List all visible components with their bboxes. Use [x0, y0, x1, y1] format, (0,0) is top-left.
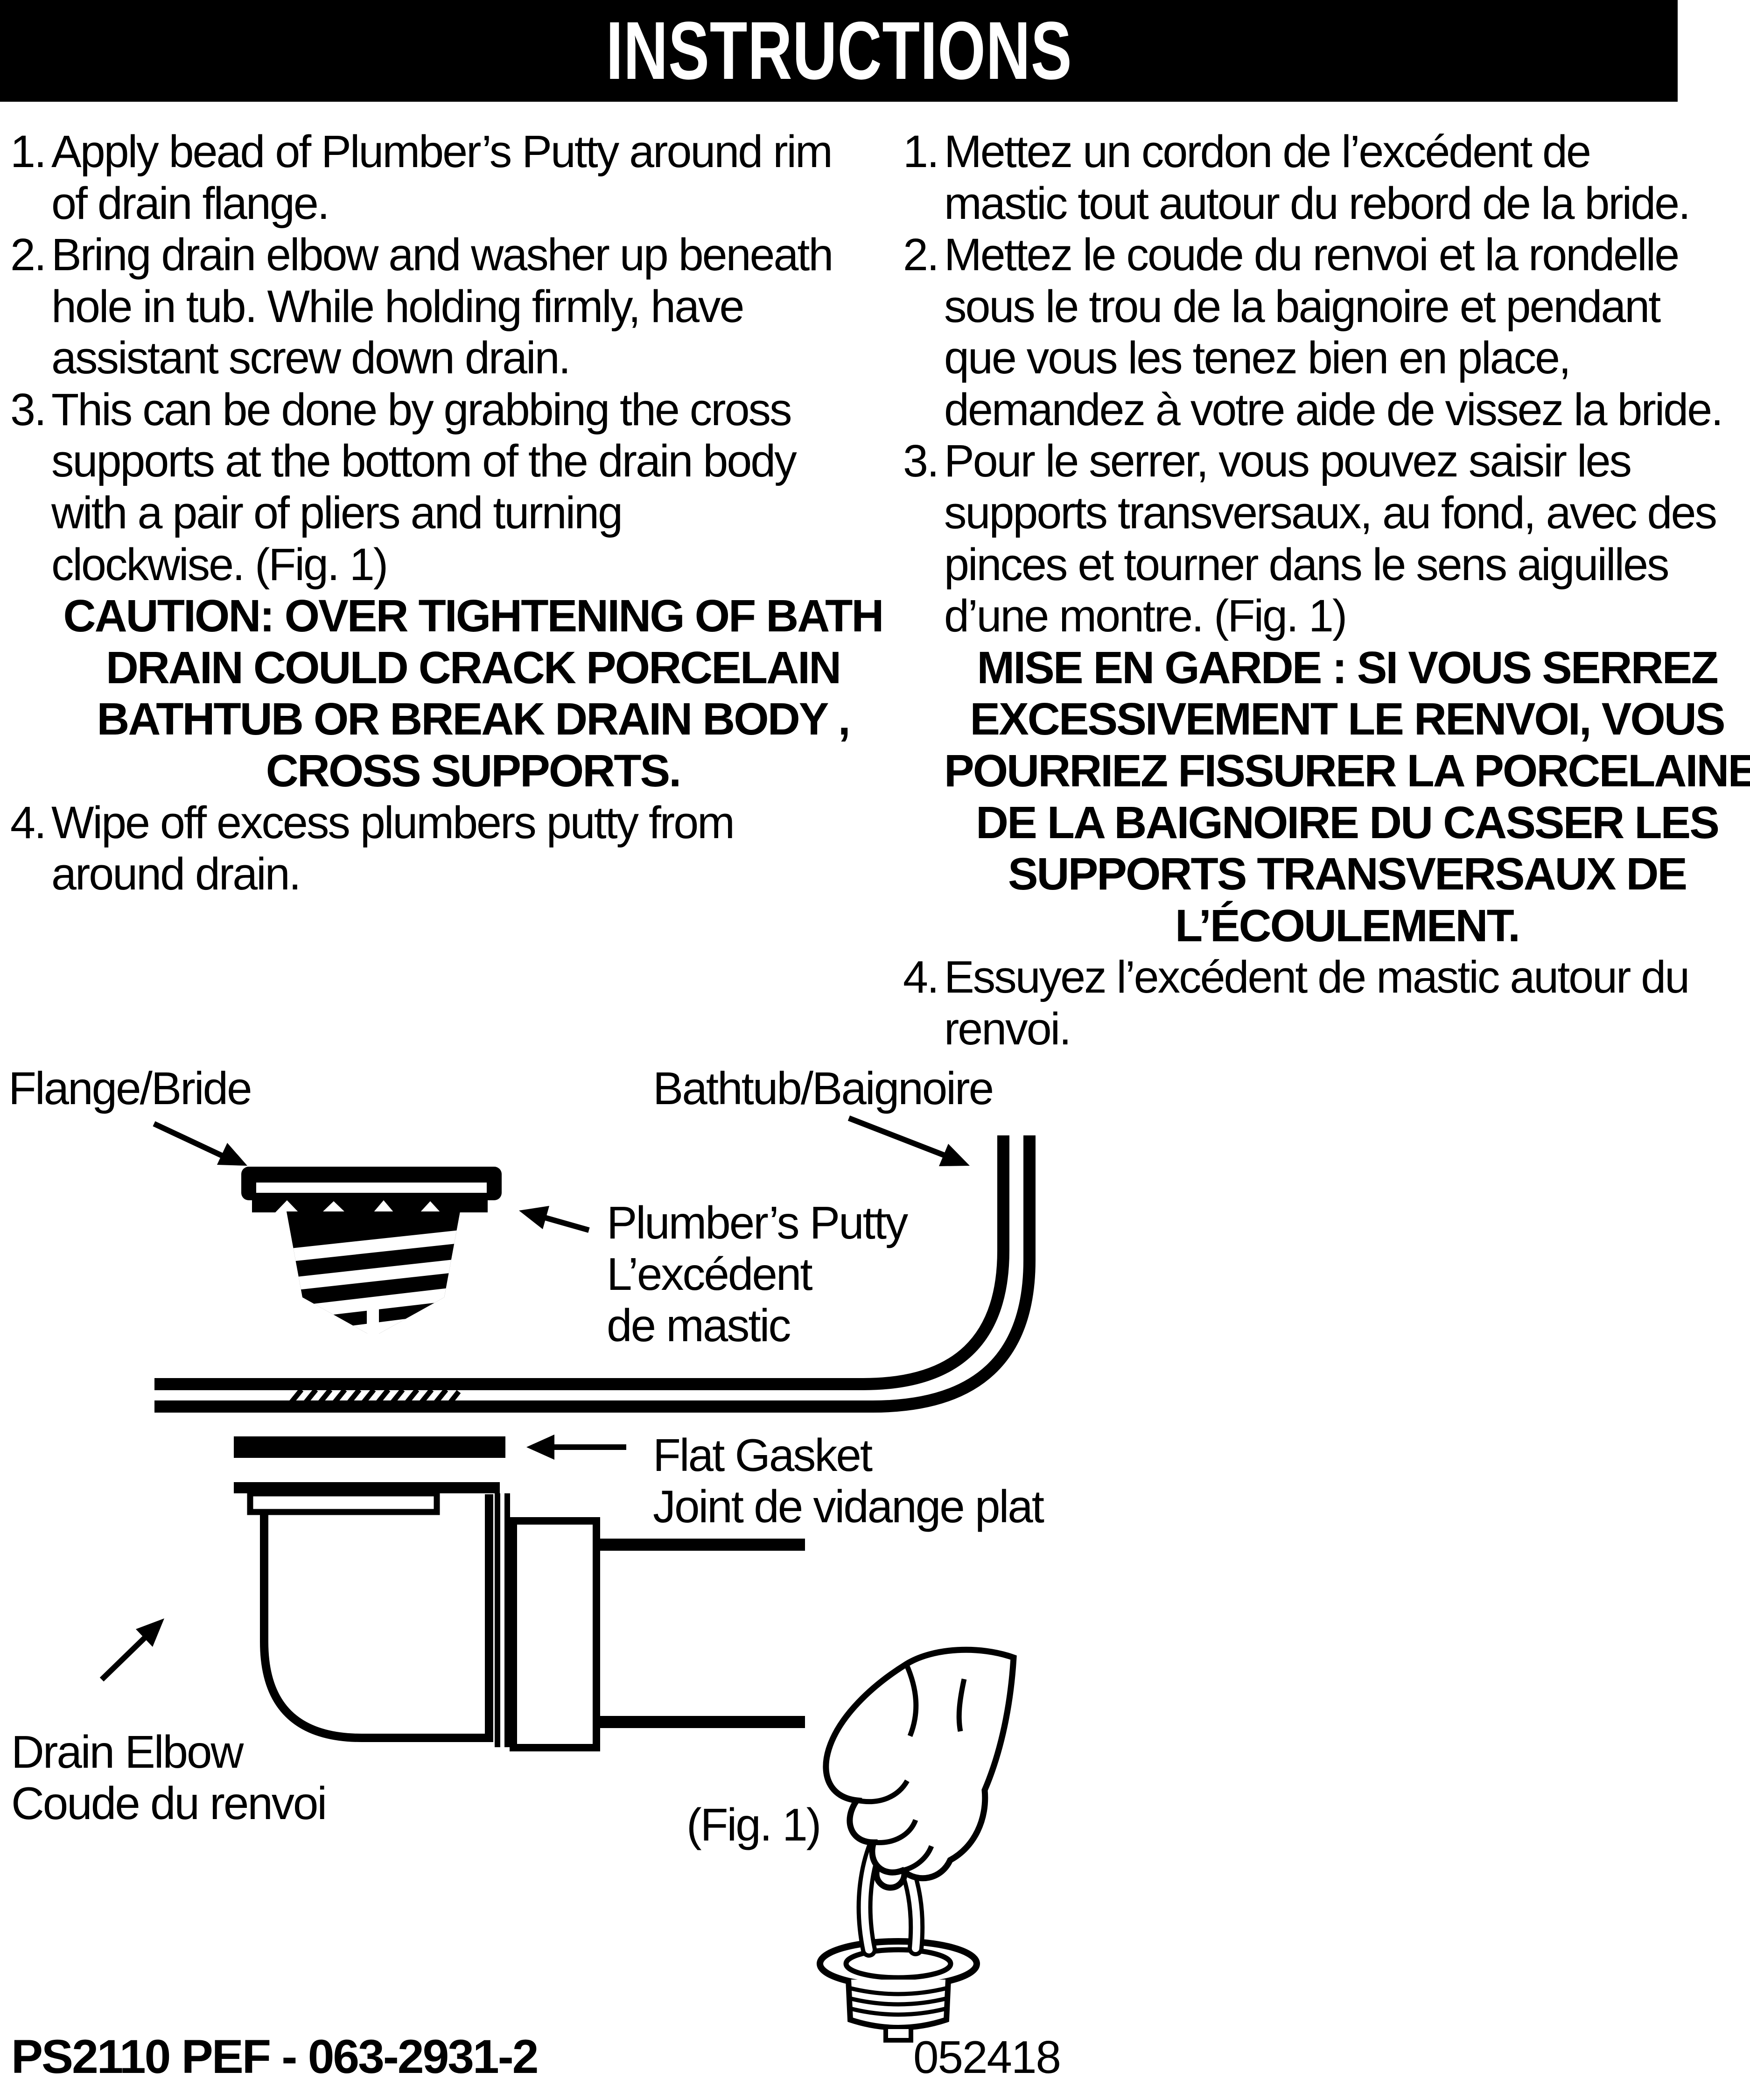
flange-arrow	[153, 1121, 247, 1166]
item-number: 4.	[10, 797, 47, 848]
item-text: Mettez le coude du renvoi et la rondelle…	[944, 229, 1723, 435]
flange-label: Flange/Bride	[8, 1063, 252, 1114]
item-text: Mettez un cordon de l’excédent de mastic…	[944, 126, 1691, 229]
item-number: 2.	[10, 229, 47, 280]
item-number: 1.	[903, 126, 939, 177]
bathtub-wall	[154, 1135, 1036, 1413]
footer-info: PS2110 PEF - 063-2931-2 Masco Canada Lim…	[11, 1933, 637, 2100]
item-text: Apply bead of Plumber’s Putty around rim…	[51, 126, 833, 229]
list-item: 2. Mettez le coude du renvoi et la ronde…	[903, 229, 1750, 435]
header-bar: INSTRUCTIONS	[0, 0, 1678, 102]
list-item: 1. Mettez un cordon de l’excédent de mas…	[903, 126, 1750, 229]
item-text: Wipe off excess plumbers putty from arou…	[51, 797, 735, 900]
item-text: Essuyez l’excédent de mastic autour du r…	[944, 952, 1690, 1054]
elbow-arrow	[99, 1618, 164, 1682]
list-item: 3. Pour le serrer, vous pouvez saisir le…	[903, 435, 1750, 642]
tub-hole-hatch	[287, 1388, 461, 1407]
list-item: 2. Bring drain elbow and washer up benea…	[10, 229, 895, 384]
item-number: 4.	[903, 952, 939, 1003]
item-number: 1.	[10, 126, 47, 177]
item-text: This can be done by grabbing the cross s…	[51, 384, 797, 590]
caution-note-french: MISE EN GARDE : SI VOUS SERREZ EXCESSIVE…	[944, 642, 1750, 951]
item-text: Pour le serrer, vous pouvez saisir les s…	[944, 435, 1717, 642]
drain-elbow-illustration	[234, 1482, 805, 1751]
figure-1-label: (Fig. 1)	[686, 1799, 821, 1850]
item-number: 3.	[903, 435, 939, 487]
assembly-diagram	[99, 1115, 1036, 2043]
list-item: 3. This can be done by grabbing the cros…	[10, 384, 895, 590]
hand-pliers-illustration	[817, 1646, 1017, 2043]
item-number: 3.	[10, 384, 47, 435]
instructions-english: 1. Apply bead of Plumber’s Putty around …	[10, 126, 895, 900]
bathtub-label: Bathtub/Baignoire	[653, 1063, 994, 1114]
item-text: Bring drain elbow and washer up beneath …	[51, 229, 833, 384]
print-code: 052418	[913, 2031, 1061, 2083]
instructions-french: 1. Mettez un cordon de l’excédent de mas…	[903, 126, 1750, 1055]
putty-arrow	[519, 1206, 590, 1233]
list-item: 4. Essuyez l’excédent de mastic autour d…	[903, 952, 1750, 1055]
caution-note: CAUTION: OVER TIGHTENING OF BATH DRAIN C…	[63, 590, 884, 796]
model-number: PS2110 PEF - 063-2931-2	[11, 2030, 539, 2084]
gasket-arrow	[526, 1435, 626, 1460]
list-item: 1. Apply bead of Plumber’s Putty around …	[10, 126, 895, 229]
putty-label: Plumber’s Putty L’excédent de mastic	[607, 1197, 908, 1351]
item-number: 2.	[903, 229, 939, 280]
list-item: 4. Wipe off excess plumbers putty from a…	[10, 797, 895, 900]
page-title: INSTRUCTIONS	[606, 5, 1072, 97]
drain-elbow-label: Drain Elbow Coude du renvoi	[11, 1726, 327, 1829]
gasket-label: Flat Gasket Joint de vidange plat	[653, 1429, 1044, 1532]
flat-gasket-bar	[234, 1436, 505, 1458]
flange-illustration	[241, 1167, 502, 1334]
bathtub-arrow	[847, 1115, 970, 1166]
